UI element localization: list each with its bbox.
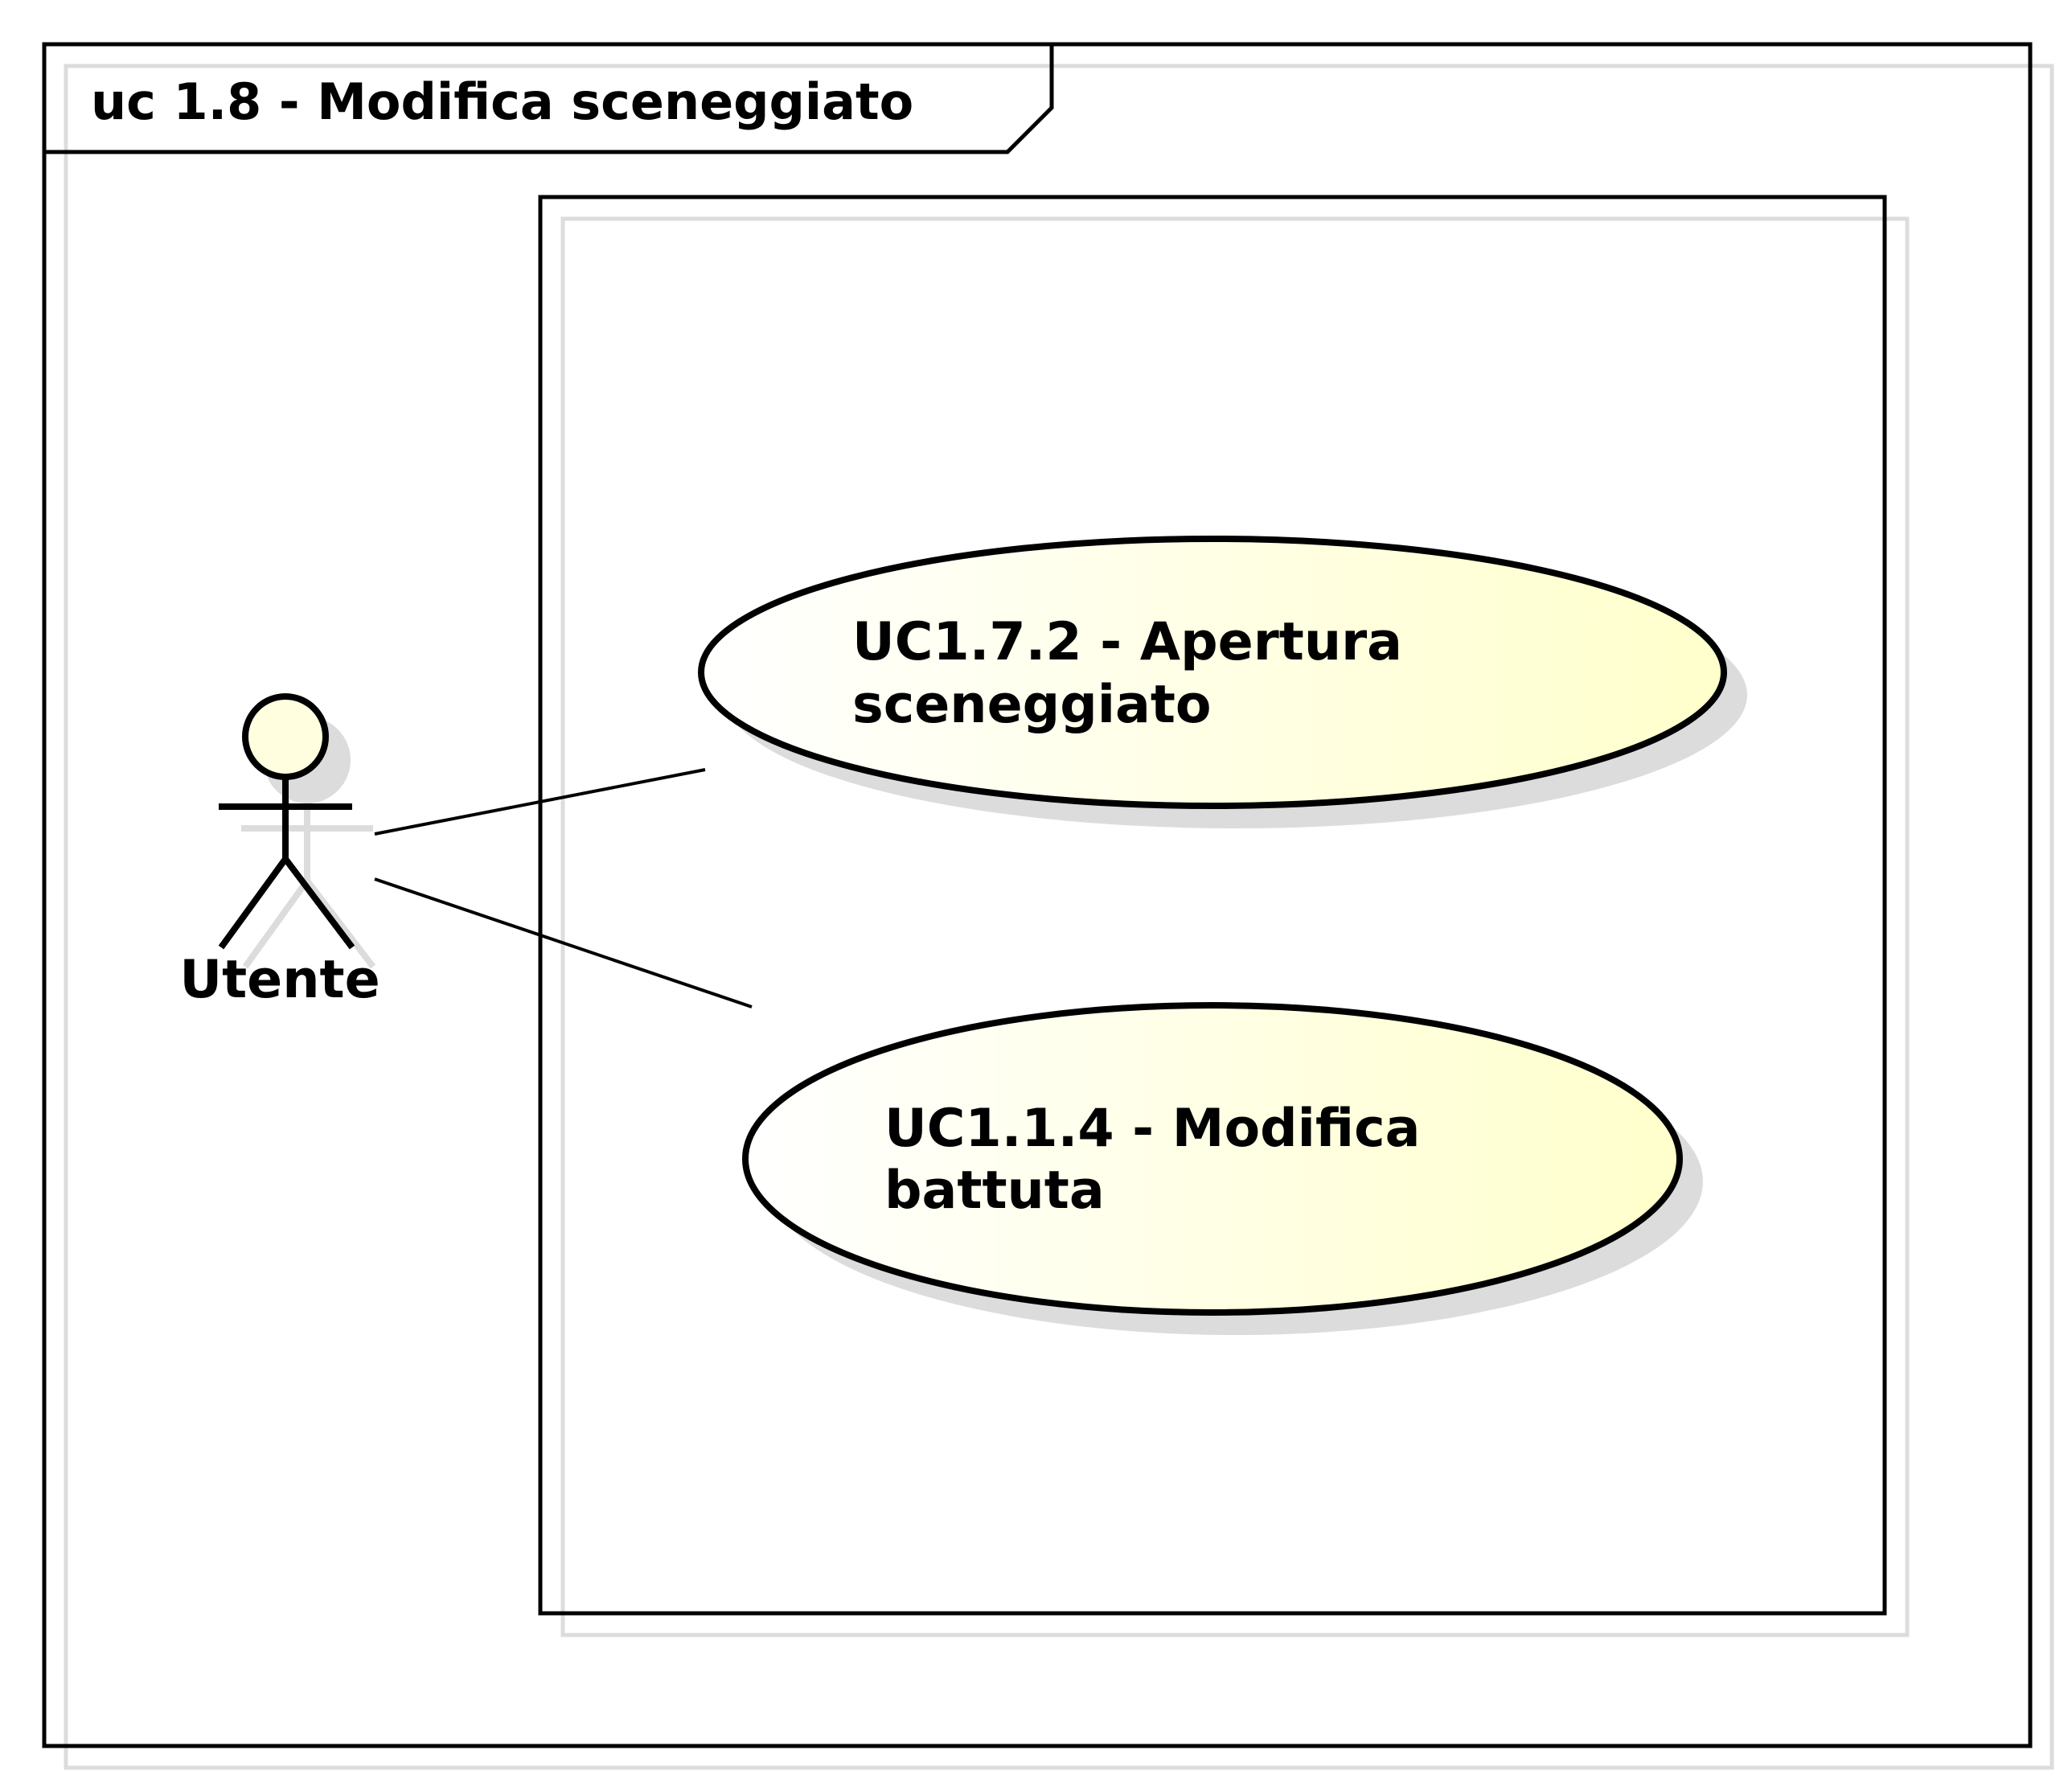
use-case-ellipse — [742, 1002, 1683, 1316]
actor-right-leg — [282, 857, 355, 950]
use-case-label-line1: UC1.1.4 - Modifica — [884, 1099, 1421, 1159]
use-case-ellipse — [698, 536, 1727, 809]
use-case-label-line1: UC1.7.2 - Apertura — [852, 612, 1402, 672]
actor-head — [242, 693, 329, 780]
use-case-label-line2: sceneggiato — [852, 675, 1212, 735]
frame-title: uc 1.8 - Modifica sceneggiato — [91, 72, 913, 131]
use-case-label-line2: battuta — [884, 1161, 1105, 1221]
use-case-modifica-battuta[interactable]: UC1.1.4 - Modifica battuta — [742, 1002, 1703, 1335]
actor-utente[interactable] — [218, 693, 355, 950]
association-apertura[interactable] — [374, 768, 706, 836]
system-boundary-shadow — [560, 216, 1910, 1637]
diagram-frame — [42, 42, 2033, 1748]
actor-left-leg — [218, 857, 289, 950]
system-boundary — [538, 195, 1887, 1616]
actor-name: Utente — [179, 950, 380, 1010]
association-modifica[interactable] — [374, 877, 753, 1009]
frame-shadow — [64, 64, 2054, 1770]
use-case-apertura-sceneggiato[interactable]: UC1.7.2 - Apertura sceneggiato — [698, 536, 1747, 828]
frame-title-tab — [44, 44, 1054, 154]
